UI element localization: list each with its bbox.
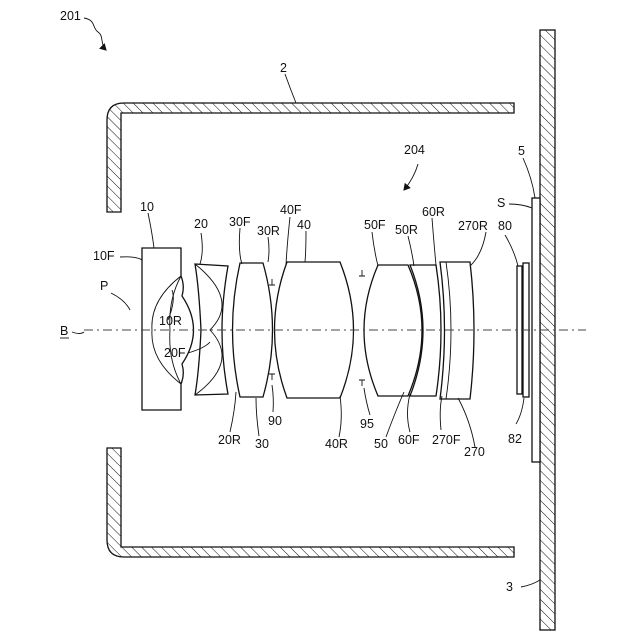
label-lens-60F: 60F [398, 433, 420, 447]
label-sensor-surface: S [497, 196, 505, 210]
label-lens-50: 50 [374, 437, 388, 451]
label-lens-40: 40 [297, 218, 311, 232]
label-lens-270R: 270R [458, 219, 488, 233]
label-lens-30: 30 [255, 437, 269, 451]
spacer-90-bottom-mark [269, 374, 275, 380]
label-lens-270F: 270F [432, 433, 461, 447]
label-lens-270: 270 [464, 445, 485, 459]
label-axis: B [60, 324, 68, 338]
label-lens-30R: 30R [257, 224, 280, 238]
lens-50 [364, 265, 422, 396]
label-filter-80: 80 [498, 219, 512, 233]
spacer-90-top-mark [269, 279, 275, 285]
housing-bottom [107, 448, 514, 557]
label-lens-50F: 50F [364, 218, 386, 232]
label-lens-40F: 40F [280, 203, 302, 217]
label-lens-10R: 10R [159, 314, 182, 328]
label-filter-82: 82 [508, 432, 522, 446]
label-lens-60R: 60R [422, 205, 445, 219]
label-sensor-board: 5 [518, 144, 525, 158]
lens-10 [142, 248, 194, 410]
label-lens-20R: 20R [218, 433, 241, 447]
label-stop: P [100, 279, 108, 293]
spacer-95-top-mark [359, 270, 365, 276]
spacer-95-bottom-mark [359, 380, 365, 386]
label-lens-40R: 40R [325, 437, 348, 451]
lens-270 [440, 262, 474, 399]
label-lens-20F: 20F [164, 346, 186, 360]
label-lens-20: 20 [194, 217, 208, 231]
figure-arrow [84, 18, 106, 50]
label-spacer-95: 95 [360, 417, 374, 431]
label-housing-top: 2 [280, 61, 287, 75]
lens-20 [195, 264, 228, 395]
figure-label: 201 [60, 9, 81, 23]
label-spacer-90: 90 [268, 414, 282, 428]
label-lens-50R: 50R [395, 223, 418, 237]
label-base: 3 [506, 580, 513, 594]
label-optical-system: 204 [404, 143, 425, 157]
label-lens-10: 10 [140, 200, 154, 214]
housing-top [107, 103, 514, 212]
label-lens-30F: 30F [229, 215, 251, 229]
label-lens-10F: 10F [93, 249, 115, 263]
